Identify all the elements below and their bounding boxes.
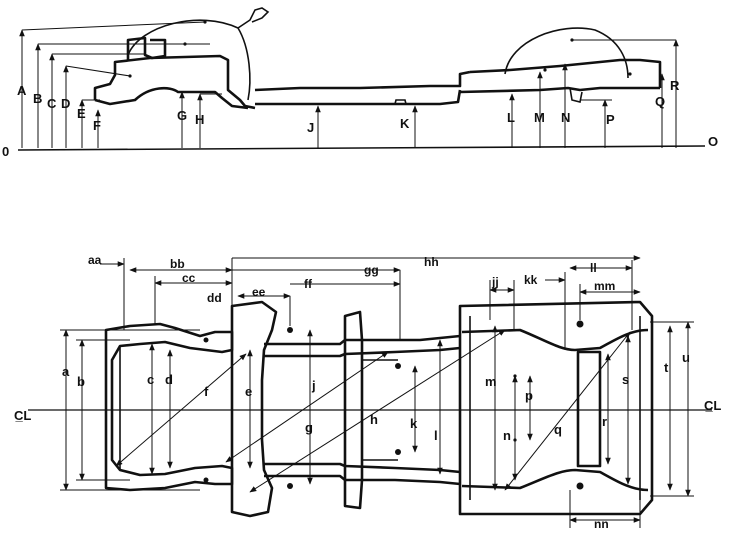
label-s: s <box>622 372 629 387</box>
front-fender <box>127 19 251 101</box>
label-D: D <box>61 96 70 111</box>
label-centerline-left: C̲L <box>14 408 31 423</box>
label-bb: bb <box>170 257 185 271</box>
label-k: k <box>410 416 418 431</box>
label-G: G <box>177 108 187 123</box>
label-hh: hh <box>424 255 439 269</box>
label-H: H <box>195 112 204 127</box>
top-horizontal-dims <box>100 255 641 528</box>
label-b: b <box>77 374 85 389</box>
rear-fender <box>504 27 629 79</box>
top-ref-points <box>203 320 584 490</box>
label-kk: kk <box>524 273 538 287</box>
mid-frame-lower <box>255 89 462 106</box>
label-ll: ll <box>590 261 597 275</box>
label-ee: ee <box>252 285 266 299</box>
label-h: h <box>370 412 378 427</box>
label-r: r <box>602 414 607 429</box>
label-ff: ff <box>304 277 313 291</box>
label-A: A <box>17 83 27 98</box>
label-e: e <box>245 384 252 399</box>
label-gg: gg <box>364 263 379 277</box>
label-zero-right: O <box>708 134 718 149</box>
label-R: R <box>670 78 680 93</box>
label-J: J <box>307 120 314 135</box>
label-E: E <box>77 106 86 121</box>
rear-frame-upper <box>469 58 662 88</box>
rear-shackle <box>569 87 583 103</box>
label-t: t <box>664 360 669 375</box>
mid-frame-upper <box>254 70 471 92</box>
label-M: M <box>534 110 545 125</box>
rear-frame-outline <box>458 300 654 516</box>
label-centerline-right: C̲L <box>704 398 721 413</box>
front-frame-upper <box>93 54 256 110</box>
label-mm: mm <box>594 279 615 293</box>
label-F: F <box>93 118 101 133</box>
ground-line <box>17 145 706 151</box>
label-a: a <box>62 364 70 379</box>
label-cc: cc <box>182 271 196 285</box>
label-L: L <box>507 110 515 125</box>
rear-frame-lower <box>459 86 660 94</box>
label-c: c <box>147 372 154 387</box>
label-C: C <box>47 96 57 111</box>
front-frame-section <box>104 322 234 492</box>
label-nn: nn <box>594 517 609 531</box>
label-q: q <box>554 422 562 437</box>
front-frame-lower <box>94 86 249 110</box>
label-K: K <box>400 116 410 131</box>
label-l: l <box>434 428 438 443</box>
label-jj: jj <box>491 275 499 289</box>
front-mount <box>126 36 167 60</box>
label-zero-left: 0 <box>2 144 9 159</box>
rear-rail-lower <box>461 468 649 492</box>
rear-crossmember <box>576 350 602 468</box>
label-d: d <box>165 372 173 387</box>
top-view: C̲L C̲L aa bb cc dd ee ff gg hh jj kk ll… <box>14 253 721 531</box>
side-dims <box>19 21 679 148</box>
label-dd: dd <box>207 291 222 305</box>
label-Q: Q <box>655 94 665 109</box>
label-N: N <box>561 110 570 125</box>
side-view: 0 O A B C D E F G H J K L M N P Q R <box>2 7 718 159</box>
label-n: n <box>503 428 511 443</box>
front-crossmember <box>230 300 278 518</box>
mid-bracket <box>394 99 407 105</box>
label-aa: aa <box>88 253 102 267</box>
front-bumper-tab <box>237 7 270 29</box>
side-ref-points <box>128 20 632 78</box>
label-m: m <box>485 374 497 389</box>
label-p: p <box>525 388 533 403</box>
label-P: P <box>606 112 615 127</box>
label-f: f <box>204 384 209 399</box>
label-g: g <box>305 420 313 435</box>
label-B: B <box>33 91 42 106</box>
top-diagonal-dims <box>115 329 631 493</box>
label-j: j <box>311 378 316 393</box>
label-u: u <box>682 350 690 365</box>
